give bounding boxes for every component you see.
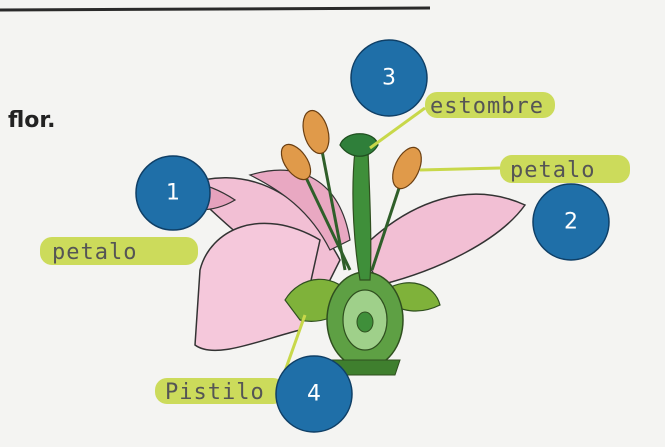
marker-number-3: 3 xyxy=(382,66,396,91)
top-edge-line xyxy=(0,8,430,10)
pistil-style xyxy=(353,150,371,280)
label-text-3: estombre xyxy=(430,94,544,119)
petal-right xyxy=(360,194,525,285)
ovule xyxy=(357,312,373,332)
anther xyxy=(299,108,334,157)
marker-2: 2 xyxy=(533,184,609,260)
marker-number-2: 2 xyxy=(564,210,578,235)
marker-number-1: 1 xyxy=(166,181,180,206)
marker-number-4: 4 xyxy=(307,382,321,407)
marker-1: 1 xyxy=(136,156,210,230)
label-text-1: petalo xyxy=(52,240,137,265)
leader-line-2 xyxy=(420,168,500,170)
label-text-2: petalo xyxy=(510,158,595,183)
marker-4: 4 xyxy=(276,356,352,432)
marker-3: 3 xyxy=(351,40,427,116)
anther xyxy=(387,143,427,193)
label-text-4: Pistilo xyxy=(165,380,265,405)
